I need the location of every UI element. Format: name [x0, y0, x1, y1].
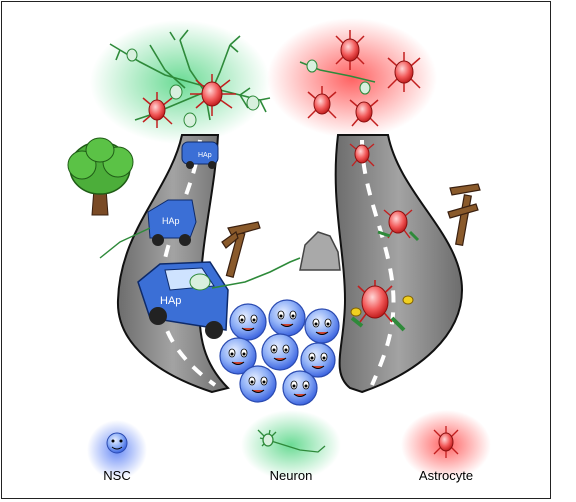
car-medium: HAp — [147, 199, 197, 246]
astrocyte-top-left-1 — [190, 74, 236, 116]
nsc-cell — [261, 333, 299, 371]
running-astrocyte-3 — [350, 280, 414, 332]
road-right-lane — [334, 134, 464, 394]
nsc-cell — [282, 370, 318, 406]
car-large: HAp — [137, 261, 229, 339]
svg-text:HAp: HAp — [160, 295, 181, 307]
nsc-cell — [304, 308, 340, 344]
svg-text:HAp: HAp — [162, 216, 180, 226]
legend-label-neuron: Neuron — [269, 468, 313, 483]
nsc-cell — [300, 342, 336, 378]
neuron-from-car-2 — [99, 227, 151, 259]
nsc-cell — [268, 299, 306, 337]
astrocyte-top-right-group — [299, 30, 421, 127]
signpost-left — [221, 221, 261, 279]
legend-label-nsc: NSC — [103, 468, 131, 483]
legend-neuron-icon — [257, 429, 326, 453]
legend-neuron-glow — [241, 410, 341, 480]
nsc-cell — [219, 337, 257, 375]
neuron-glow-region — [90, 20, 270, 144]
legend-label-astrocyte: Astrocyte — [418, 468, 474, 483]
rock-obstacle — [299, 231, 341, 271]
nsc-cell — [229, 303, 267, 341]
legend-astrocyte-icon — [433, 426, 459, 458]
running-astrocyte-2 — [377, 209, 420, 242]
legend-nsc-icon — [106, 432, 128, 454]
astrocyte-glow-region — [267, 18, 437, 138]
signpost-right — [447, 183, 481, 247]
running-astrocyte-1 — [349, 143, 375, 167]
neuron-from-car — [211, 257, 301, 289]
tree-illustration — [67, 137, 134, 216]
car-small: HAp — [181, 141, 219, 169]
nsc-cell — [239, 365, 277, 403]
svg-text:HAp: HAp — [198, 152, 212, 159]
nsc-cluster — [219, 299, 340, 406]
astrocyte-top-left-2 — [142, 92, 173, 128]
neuron-somas — [126, 48, 260, 128]
